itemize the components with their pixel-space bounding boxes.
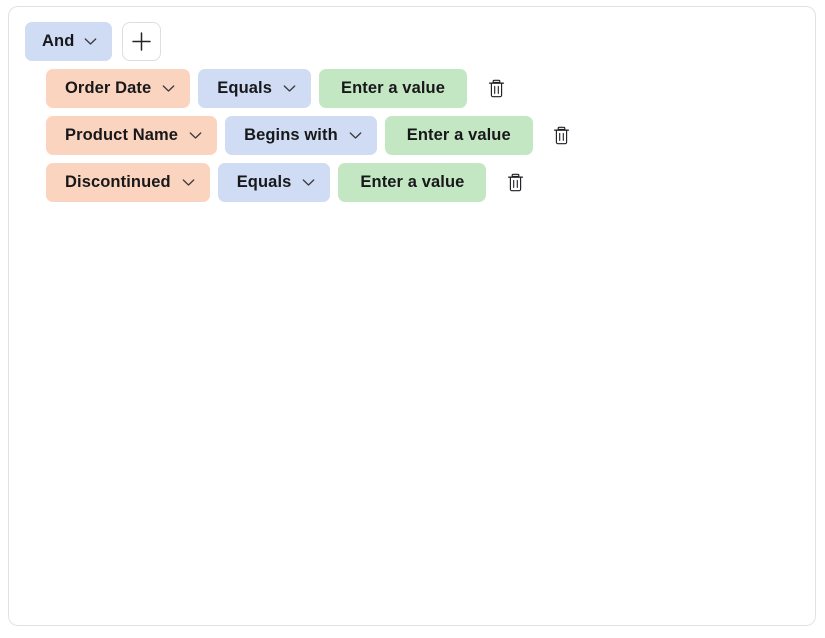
condition-value-input[interactable]: Enter a value: [384, 116, 533, 155]
condition-operator-label: Equals: [236, 173, 292, 191]
condition-row: Discontinued Equals Enter a value: [46, 163, 815, 202]
delete-condition-button[interactable]: [481, 74, 511, 104]
condition-value-input[interactable]: Enter a value: [318, 69, 467, 108]
trash-icon: [552, 125, 571, 146]
condition-operator-dropdown[interactable]: Equals: [217, 163, 331, 202]
add-condition-button[interactable]: [122, 22, 162, 61]
trash-icon: [487, 78, 506, 99]
condition-operator-dropdown[interactable]: Equals: [198, 69, 311, 108]
condition-value-placeholder: Enter a value: [340, 79, 445, 97]
conjunction-label: And: [42, 32, 75, 50]
chevron-down-icon: [182, 178, 195, 187]
chevron-down-icon: [349, 131, 362, 140]
condition-row: Product Name Begins with Enter a value: [46, 116, 815, 155]
query-builder-toolbar: And: [9, 7, 815, 61]
condition-value-input[interactable]: Enter a value: [338, 163, 487, 202]
delete-condition-button[interactable]: [500, 168, 530, 198]
chevron-down-icon: [84, 37, 97, 46]
condition-operator-label: Equals: [217, 79, 272, 97]
chevron-down-icon: [162, 84, 175, 93]
condition-row: Order Date Equals Enter a value: [46, 69, 815, 108]
chevron-down-icon: [302, 178, 315, 187]
condition-operator-label: Begins with: [244, 126, 338, 144]
condition-value-placeholder: Enter a value: [360, 173, 465, 191]
trash-icon: [506, 172, 525, 193]
chevron-down-icon: [189, 131, 202, 140]
condition-operator-dropdown[interactable]: Begins with: [225, 116, 377, 155]
condition-field-label: Discontinued: [65, 173, 171, 191]
delete-condition-button[interactable]: [547, 121, 577, 151]
condition-field-dropdown[interactable]: Order Date: [46, 69, 191, 108]
condition-field-dropdown[interactable]: Product Name: [46, 116, 218, 155]
condition-field-dropdown[interactable]: Discontinued: [46, 163, 210, 202]
query-builder-panel: And Order Date: [8, 6, 816, 626]
condition-field-label: Order Date: [65, 79, 152, 97]
chevron-down-icon: [283, 84, 296, 93]
condition-field-label: Product Name: [65, 126, 179, 144]
condition-value-placeholder: Enter a value: [406, 126, 511, 144]
conditions-list: Order Date Equals Enter a value: [9, 61, 815, 202]
conjunction-dropdown[interactable]: And: [25, 22, 113, 61]
plus-icon: [131, 31, 152, 52]
